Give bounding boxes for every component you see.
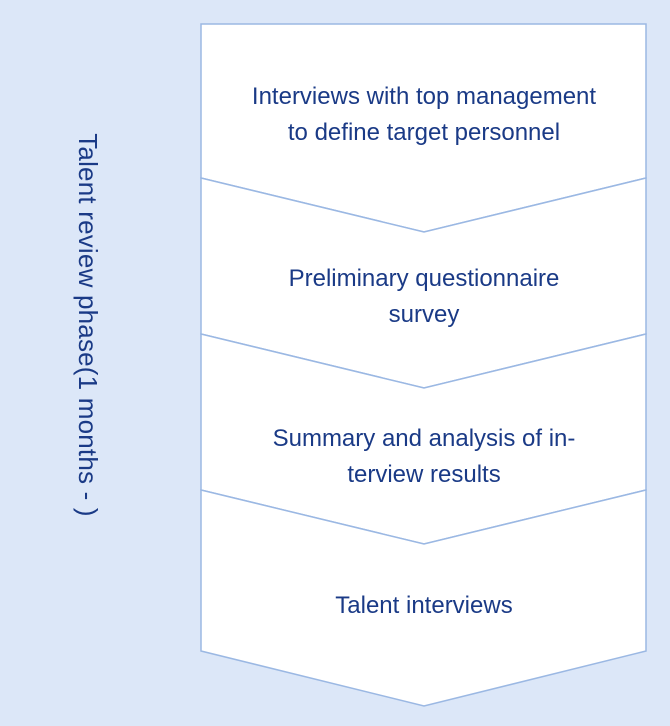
step-4-text: Talent interviews <box>206 588 642 624</box>
step-shape-4 <box>200 489 647 707</box>
step-3-line-1: Summary and analysis of in- <box>272 425 576 452</box>
step-1-text: Interviews with top management to define… <box>206 79 642 151</box>
step-2-line-1: Preliminary questionnaire <box>288 265 560 292</box>
step-2-line-2: survey <box>388 301 460 328</box>
step-1-line-2: to define target personnel <box>287 119 561 146</box>
step-3-text: Summary and analysis of in- terview resu… <box>206 421 642 493</box>
step-4-line-1: Talent interviews <box>335 592 513 619</box>
step-2-text: Preliminary questionnaire survey <box>206 261 642 333</box>
step-3-line-2: terview results <box>347 461 501 488</box>
step-1-line-1: Interviews with top management <box>251 83 597 110</box>
